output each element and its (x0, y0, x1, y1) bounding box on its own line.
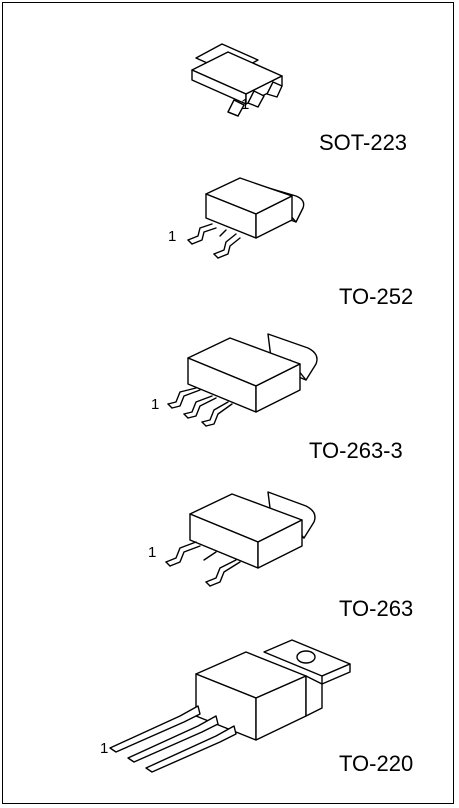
package-label: TO-252 (339, 284, 414, 309)
package-label: TO-220 (339, 751, 414, 776)
package-label: TO-263-3 (309, 438, 403, 463)
pin-1-label: 1 (168, 228, 177, 245)
mounting-hole-icon (296, 650, 316, 664)
package-label: TO-263 (339, 596, 414, 621)
pin-1-label: 1 (100, 740, 109, 757)
pin-1-label: 1 (241, 96, 250, 113)
package-label: SOT-223 (319, 130, 408, 155)
pin-1-label: 1 (148, 544, 157, 561)
diagram-frame (2, 2, 454, 804)
pin-1-label: 1 (151, 396, 160, 413)
